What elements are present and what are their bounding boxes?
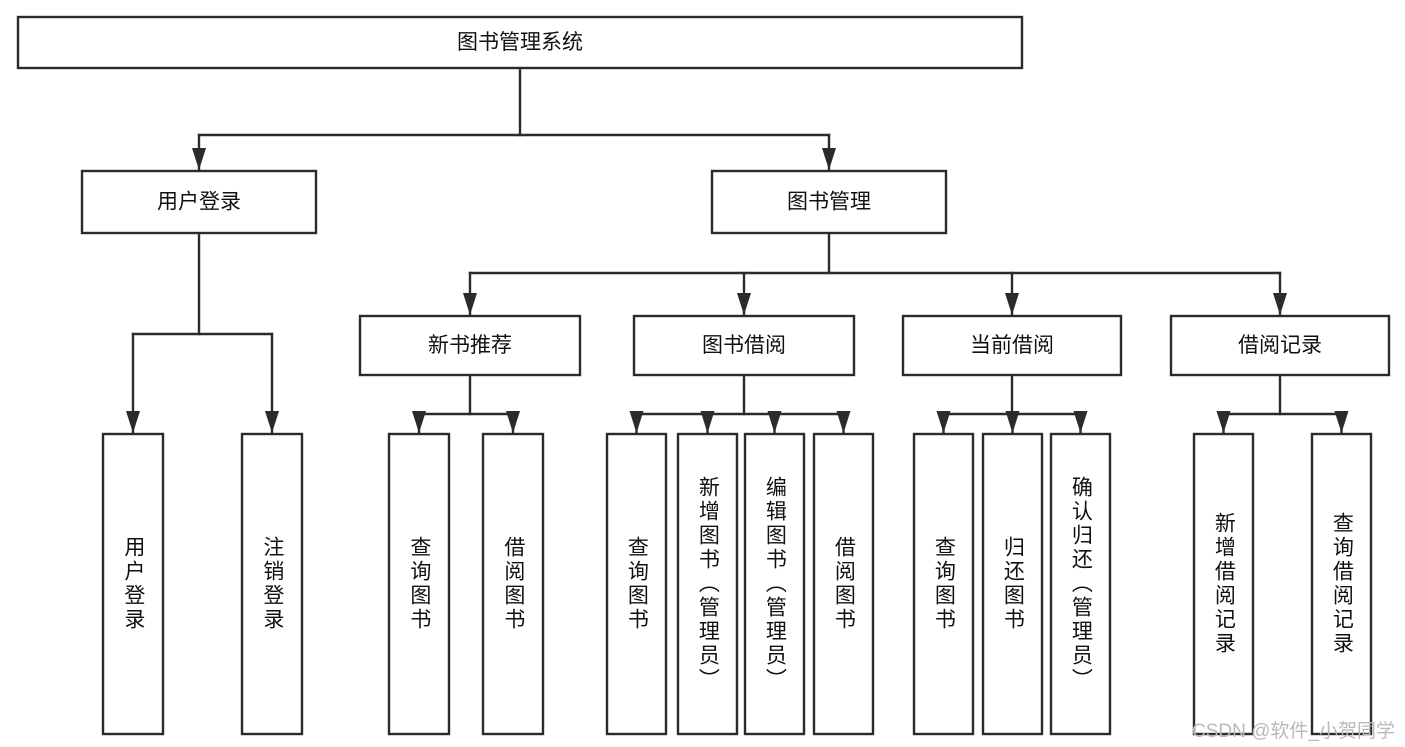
arrow-head-icon [506,411,520,433]
node-level3-box-book-borrow[interactable] [632,314,856,377]
node-level2-box-user-login[interactable] [80,169,318,235]
arrow-head-icon [1005,293,1019,315]
node-leaf-box-leaf-add-book[interactable] [676,432,739,736]
node-leaf-box-leaf-user-login[interactable] [101,432,165,736]
node-leaf-box-leaf-logout[interactable] [240,432,304,736]
node-leaf-box-leaf-query-book-1[interactable] [387,432,451,736]
node-leaf-box-leaf-edit-book[interactable] [743,432,806,736]
arrow-head-icon [737,293,751,315]
node-level3-label-book-borrow: 图书借阅 [702,334,786,357]
arrow-head-icon [126,411,140,433]
arrow-head-icon [1273,293,1287,315]
node-leaf-box-leaf-borrow-book-1[interactable] [481,432,545,736]
node-leaf-box-leaf-query-record[interactable] [1310,432,1373,736]
node-level2-label-book-manage: 图书管理 [787,191,871,214]
node-level3-label-borrow-record: 借阅记录 [1238,334,1322,357]
connector-layer [126,66,1349,435]
node-box-layer [16,15,1391,736]
arrow-head-icon [412,411,426,433]
node-level3-box-current-borrow[interactable] [901,314,1123,377]
node-root-box[interactable] [16,15,1024,70]
node-leaf-box-leaf-query-book-2[interactable] [605,432,668,736]
node-level3-box-borrow-record[interactable] [1169,314,1391,377]
node-level2-label-user-login: 用户登录 [157,191,241,214]
watermark: CSDN @软件_小贺同学 [1192,721,1395,742]
node-leaf-box-leaf-add-record[interactable] [1192,432,1255,736]
arrow-head-icon [1073,411,1088,433]
node-level3-label-new-book-rec: 新书推荐 [428,334,512,357]
arrow-head-icon [1005,411,1020,433]
arrow-head-icon [836,411,851,433]
arrow-head-icon [700,411,715,433]
node-leaf-box-leaf-confirm-return[interactable] [1049,432,1112,736]
node-level3-label-current-borrow: 当前借阅 [970,334,1054,357]
arrow-head-icon [629,411,644,433]
node-leaf-box-leaf-return-book[interactable] [981,432,1044,736]
node-level3-box-new-book-rec[interactable] [358,314,582,377]
node-root-label: 图书管理系统 [457,31,583,54]
arrow-head-icon [1216,411,1231,433]
arrow-head-icon [1334,411,1349,433]
node-leaf-box-leaf-borrow-book-2[interactable] [812,432,875,736]
arrow-head-icon [936,411,951,433]
arrow-head-icon [265,411,279,433]
node-level2-box-book-manage[interactable] [710,169,948,235]
arrow-head-icon [822,148,836,170]
arrow-head-icon [767,411,782,433]
node-leaf-box-leaf-query-book-3[interactable] [912,432,975,736]
arrow-head-icon [192,148,206,170]
arrow-head-icon [463,293,477,315]
